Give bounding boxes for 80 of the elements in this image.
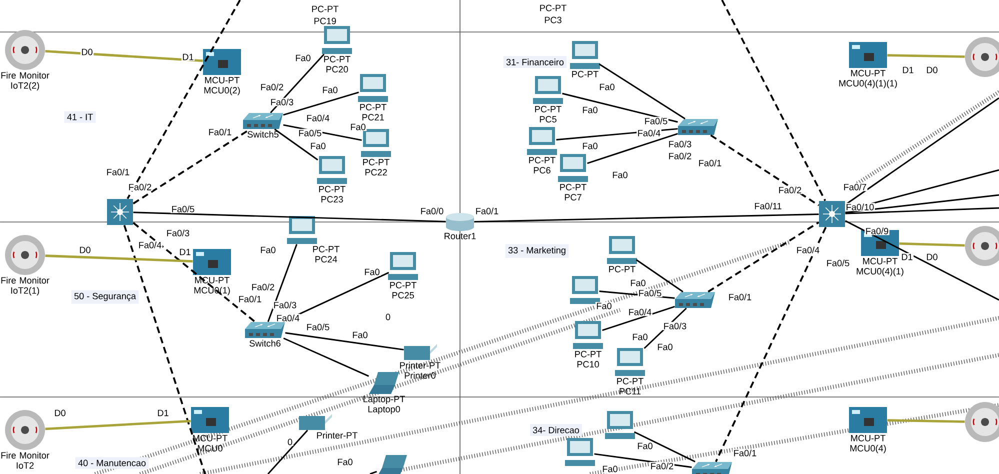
cable — [844, 97, 999, 206]
device-label: MCU-PT MCU0(4) — [850, 434, 886, 454]
device-label: PC-PT PC25 — [390, 282, 416, 298]
device-label: PC-PT PC7 — [560, 184, 586, 200]
cable — [267, 244, 298, 322]
switch-icon — [692, 462, 732, 474]
room-label: 33 - Marketing — [505, 244, 569, 258]
switch-icon — [675, 292, 715, 308]
device-label: Router1 — [444, 232, 476, 240]
cable — [710, 134, 820, 206]
device-label: PC-PT — [609, 266, 636, 272]
device-label: Fire Monitor IoT2(1) — [1, 276, 50, 296]
device-label: PC-PT PC10 — [575, 350, 602, 368]
computer-icon — [570, 276, 600, 304]
computer-icon — [605, 411, 635, 439]
multilayer-switch-icon — [107, 199, 134, 225]
cable — [132, 222, 256, 322]
cable — [887, 54, 965, 58]
cable — [587, 132, 678, 164]
room-label: 31- Financeiro — [503, 56, 567, 68]
cable — [636, 259, 684, 292]
device-label: Printer-PT — [317, 432, 358, 439]
device-label: Switch6 — [250, 340, 280, 347]
cable — [267, 430, 308, 474]
device-label: PC-PT PC23 — [319, 186, 346, 202]
room-label: 34- Direcao — [530, 424, 582, 436]
fire-monitor-icon — [965, 37, 999, 77]
multilayer-switch-icon — [819, 201, 845, 227]
room-label: 50 - Segurança — [71, 290, 139, 304]
switch-icon — [678, 119, 718, 135]
cable — [45, 50, 203, 62]
device-label: PC-PT PC6 — [529, 156, 556, 174]
room-label: 41 - IT — [64, 111, 96, 123]
cable — [133, 212, 446, 222]
cable — [285, 332, 404, 350]
fire-monitor-icon — [965, 402, 999, 442]
cable — [598, 63, 686, 120]
device-label: MCU-PT MCU0(4)(1)(1) — [839, 70, 897, 88]
port-label: D1 — [156, 409, 170, 417]
fire-monitor-icon — [965, 226, 999, 266]
cable — [845, 194, 999, 214]
computer-icon — [565, 438, 595, 466]
device-label: PC-PT PC20 — [324, 56, 350, 72]
device-label: MCU-PT MCU0(1) — [194, 276, 230, 296]
device-label: Switch5 — [248, 130, 278, 138]
device-label: PC-PT PC5 — [535, 106, 562, 122]
device-label: Fire Monitor IoT2 — [1, 452, 50, 469]
cable — [283, 92, 359, 116]
port-label: D1 — [178, 248, 192, 256]
device-label: PC-PT PC22 — [363, 158, 390, 176]
cable — [721, 0, 826, 202]
cable — [634, 431, 696, 462]
cable — [370, 470, 377, 474]
cable — [123, 224, 206, 474]
cable — [887, 419, 965, 423]
cable — [602, 306, 675, 332]
room-label: 40 - Manutencao — [75, 457, 149, 469]
port-label: D1 — [181, 53, 195, 61]
device-label: Fire Monitor IoT2(2) — [1, 72, 50, 90]
cable — [45, 254, 193, 262]
cable — [274, 128, 318, 160]
cable — [474, 214, 819, 222]
cable — [845, 207, 999, 214]
device-label: MCU-PT MCU0(2) — [204, 76, 240, 96]
cable — [708, 222, 820, 293]
cable — [562, 92, 678, 123]
cable — [844, 220, 999, 301]
port-label: D1 — [900, 253, 914, 261]
device-label: PC-PT PC24 — [313, 246, 340, 262]
cable — [283, 338, 370, 377]
cable — [270, 54, 325, 114]
device-label: Laptop-PT Laptop0 — [364, 396, 405, 414]
cable — [715, 226, 827, 462]
cable — [45, 420, 191, 430]
port-label: D1 — [901, 66, 915, 74]
device-label: PC-PT PC21 — [360, 104, 386, 120]
cable — [126, 0, 241, 200]
device-label: PC-PT — [572, 70, 598, 78]
laptop-icon — [377, 454, 407, 474]
cable — [899, 242, 965, 247]
